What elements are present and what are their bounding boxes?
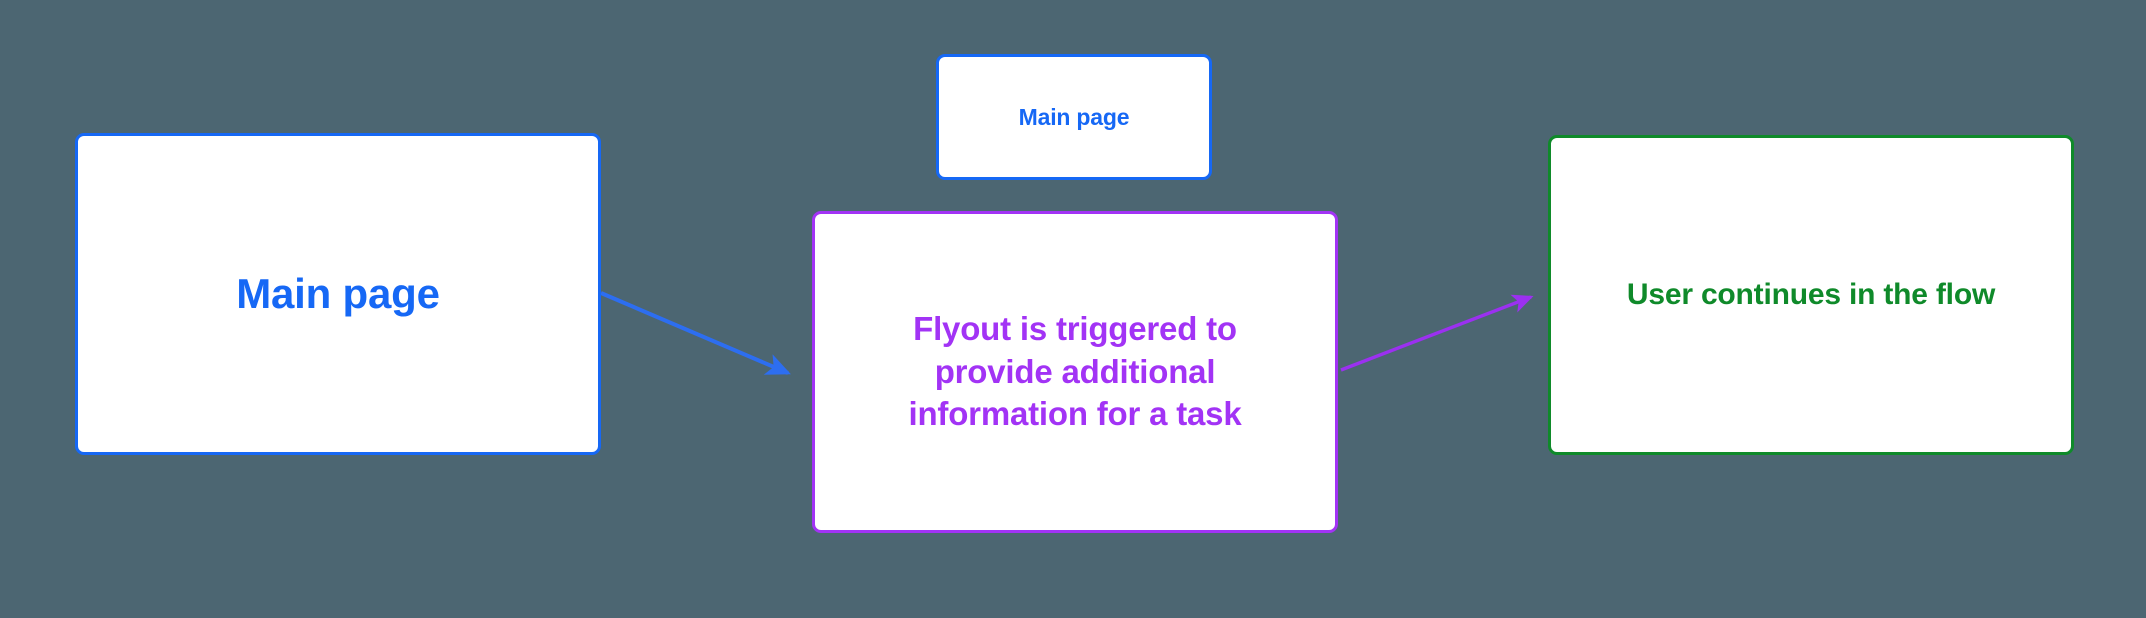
node-flyout-label: Flyout is triggered to provide additiona… [908,309,1242,433]
node-main-page-left[interactable]: Main page [75,133,601,455]
node-main-page-top[interactable]: Main page [936,54,1212,180]
edge-flyout-to-user-continues [1340,294,1534,372]
edge-main-page-to-flyout [600,291,791,375]
node-main-page-top-label: Main page [1018,103,1130,130]
node-user-continues-label: User continues in the flow [1626,277,1996,311]
node-user-continues[interactable]: User continues in the flow [1548,135,2074,455]
node-flyout[interactable]: Flyout is triggered to provide additiona… [812,211,1338,533]
node-main-page-left-label: Main page [236,270,440,318]
